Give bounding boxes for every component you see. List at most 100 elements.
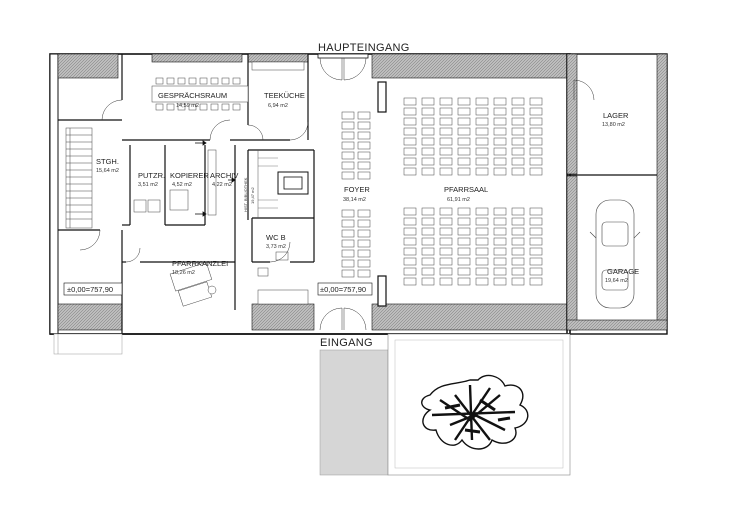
foyer-chair xyxy=(341,131,355,140)
level-left-label: ±0,00=757,90 xyxy=(67,285,113,294)
foyer-chair xyxy=(341,141,355,150)
saal-chair xyxy=(457,137,471,146)
saal-chair xyxy=(493,227,507,236)
saal-chair xyxy=(457,267,471,276)
saal-chair xyxy=(529,267,543,276)
saal-chair xyxy=(475,127,489,136)
saal-chair xyxy=(439,217,453,226)
eingang-door-icon xyxy=(319,307,367,331)
saal-chair xyxy=(439,157,453,166)
library-shaft xyxy=(257,150,309,218)
saal-chair xyxy=(403,147,417,156)
foyer-chair xyxy=(341,229,355,238)
car-icon xyxy=(589,199,641,309)
foyer-chair xyxy=(341,209,355,218)
saal-chair xyxy=(475,267,489,276)
saal-chair xyxy=(421,147,435,156)
foyer-chair xyxy=(341,151,355,160)
foyer-chair xyxy=(357,219,371,228)
arrow-icon xyxy=(195,140,236,217)
saal-chair xyxy=(475,147,489,156)
saal-chair xyxy=(421,117,435,126)
wcb-area: 3,73 m2 xyxy=(266,244,286,250)
saal-chair xyxy=(403,167,417,176)
saal-chair xyxy=(421,157,435,166)
teekueche-area: 6,94 m2 xyxy=(268,103,288,109)
saal-chair xyxy=(493,167,507,176)
haupteingang-door-icon xyxy=(317,53,369,81)
foyer-chair xyxy=(357,111,371,120)
saal-chair xyxy=(511,97,525,106)
building-outline xyxy=(49,53,571,335)
saal-chair xyxy=(421,267,435,276)
saal-chair xyxy=(457,127,471,136)
saal-chair xyxy=(421,277,435,286)
saal-chair xyxy=(475,277,489,286)
office-desk xyxy=(169,261,217,307)
conference-chair xyxy=(177,103,186,111)
saal-chair xyxy=(511,227,525,236)
terrace xyxy=(53,333,571,476)
saal-chair xyxy=(457,237,471,246)
foyer-chair xyxy=(341,249,355,258)
saal-chair xyxy=(529,157,543,166)
saal-chair xyxy=(457,167,471,176)
conference-chair xyxy=(232,103,241,111)
copier xyxy=(169,189,189,211)
foyer-chair xyxy=(341,259,355,268)
saal-chair xyxy=(439,127,453,136)
saal-chair xyxy=(403,257,417,266)
saal-chair xyxy=(475,107,489,116)
saal-chair xyxy=(493,107,507,116)
saal-chair xyxy=(511,127,525,136)
archiv-area: 4,22 m2 xyxy=(212,182,232,188)
wc-fixtures xyxy=(257,251,309,305)
kopierer-label: KOPIERER xyxy=(170,171,209,180)
saal-chair xyxy=(511,237,525,246)
foyer-chair xyxy=(357,151,371,160)
saal-chair xyxy=(421,167,435,176)
saal-chair xyxy=(439,167,453,176)
saal-chair xyxy=(493,207,507,216)
saal-chair xyxy=(403,117,417,126)
foyer-chair xyxy=(357,171,371,180)
conference-chair xyxy=(166,103,175,111)
conference-chair xyxy=(188,77,197,85)
foyer-chair xyxy=(357,161,371,170)
saal-chair xyxy=(421,207,435,216)
garage-area: 19,64 m2 xyxy=(605,278,628,284)
saal-chair xyxy=(529,227,543,236)
saal-chair xyxy=(439,257,453,266)
saal-chair xyxy=(529,217,543,226)
saal-chair xyxy=(493,237,507,246)
saal-chair xyxy=(403,107,417,116)
saal-chair xyxy=(529,237,543,246)
eingang-label: EINGANG xyxy=(320,337,373,349)
foyer-chair xyxy=(341,111,355,120)
foyer-chair xyxy=(341,161,355,170)
foyer-chair xyxy=(357,141,371,150)
saal-chair xyxy=(475,247,489,256)
saal-chair xyxy=(439,267,453,276)
saal-chair xyxy=(529,117,543,126)
putzr-area: 3,51 m2 xyxy=(138,182,158,188)
saal-chair xyxy=(475,137,489,146)
saal-chair xyxy=(529,147,543,156)
saal-chair xyxy=(403,227,417,236)
saal-chair xyxy=(529,137,543,146)
door-swing-icon xyxy=(79,99,309,263)
foyer-seating xyxy=(341,111,371,278)
conference-chair xyxy=(188,103,197,111)
saal-chair xyxy=(403,277,417,286)
saal-chair xyxy=(457,227,471,236)
saal-chair xyxy=(493,127,507,136)
bibliothek-area: 19,47 m2 xyxy=(250,187,255,204)
saal-chair xyxy=(439,277,453,286)
foyer-area: 38,14 m2 xyxy=(343,197,366,203)
conference-table xyxy=(151,77,249,111)
tree-canopy-icon xyxy=(421,374,529,450)
wcb-label: WC B xyxy=(266,233,286,242)
gespraechsraum-area: 14,59 m2 xyxy=(176,103,199,109)
conference-chair xyxy=(155,77,164,85)
